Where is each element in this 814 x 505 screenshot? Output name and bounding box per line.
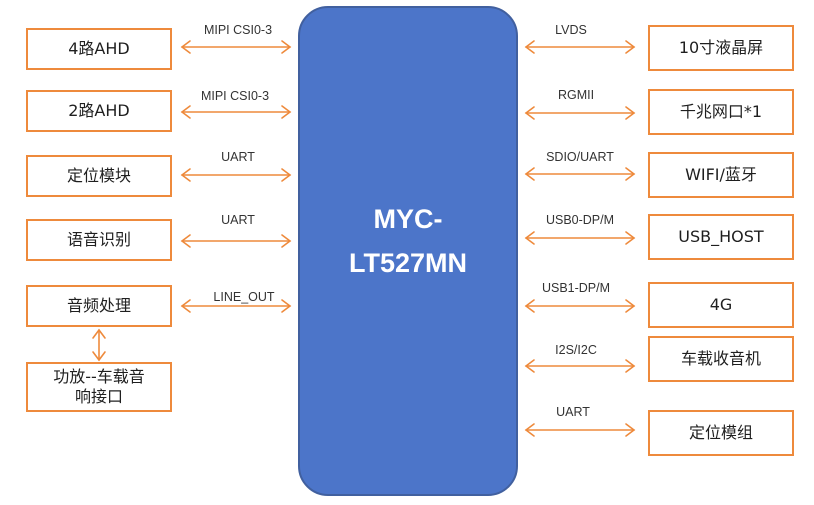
arrow-right-6 (524, 359, 636, 373)
box-usb-host-label: USB_HOST (678, 227, 764, 246)
box-positioning-module: 定位模块 (26, 155, 172, 197)
box-car-radio-label: 车载收音机 (680, 349, 761, 368)
box-amplifier-audio-interface-label: 功放--车载音响接口 (53, 367, 145, 406)
link-label-right-7: UART (556, 405, 590, 419)
box-2ch-ahd: 2路AHD (26, 90, 172, 132)
box-4g-label: 4G (709, 295, 733, 314)
arrow-right-5 (524, 299, 636, 313)
arrow-left-3 (180, 168, 292, 182)
box-2ch-ahd-label: 2路AHD (68, 101, 130, 120)
box-audio-processing: 音频处理 (26, 285, 172, 327)
link-label-right-5: USB1-DP/M (541, 281, 611, 295)
link-label-left-1: MIPI CSI0-3 (203, 23, 273, 37)
arrow-right-4 (524, 231, 636, 245)
link-label-left-5: LINE_OUT (213, 290, 275, 304)
box-amplifier-audio-interface: 功放--车载音响接口 (26, 362, 172, 412)
link-label-right-4: USB0-DP/M (545, 213, 615, 227)
arrow-right-7 (524, 423, 636, 437)
box-4ch-ahd: 4路AHD (26, 28, 172, 70)
box-gigabit-ethernet: 千兆网口*1 (648, 89, 794, 135)
link-label-left-2: MIPI CSI0-3 (200, 89, 270, 103)
arrow-right-3 (524, 167, 636, 181)
chip-label-line2: LT527MN (348, 248, 468, 278)
link-label-left-3: UART (221, 150, 255, 164)
box-positioning-group-label: 定位模组 (688, 423, 753, 442)
box-wifi-bluetooth-label: WIFI/蓝牙 (685, 165, 757, 184)
box-positioning-group: 定位模组 (648, 410, 794, 456)
arrow-left-4 (180, 234, 292, 248)
box-10in-lcd-label: 10寸液晶屏 (678, 38, 764, 57)
box-audio-processing-label: 音频处理 (66, 296, 131, 315)
box-wifi-bluetooth: WIFI/蓝牙 (648, 152, 794, 198)
arrow-right-2 (524, 106, 636, 120)
link-label-right-6: I2S/I2C (555, 343, 597, 357)
main-chip: MYC- LT527MN (298, 6, 518, 496)
arrow-vertical-audio (92, 328, 106, 362)
box-positioning-module-label: 定位模块 (66, 166, 131, 185)
box-voice-recognition-label: 语音识别 (66, 230, 131, 249)
link-label-right-3: SDIO/UART (546, 150, 614, 164)
box-10in-lcd: 10寸液晶屏 (648, 25, 794, 71)
box-4ch-ahd-label: 4路AHD (68, 39, 130, 58)
box-gigabit-ethernet-label: 千兆网口*1 (679, 102, 763, 121)
arrow-left-2 (180, 105, 292, 119)
box-car-radio: 车载收音机 (648, 336, 794, 382)
box-4g: 4G (648, 282, 794, 328)
box-usb-host: USB_HOST (648, 214, 794, 260)
arrow-right-1 (524, 40, 636, 54)
chip-label-line1: MYC- (373, 204, 443, 234)
arrow-left-5 (180, 299, 292, 313)
box-voice-recognition: 语音识别 (26, 219, 172, 261)
link-label-left-4: UART (221, 213, 255, 227)
link-label-right-1: LVDS (555, 23, 587, 37)
chip-label: MYC- LT527MN (349, 197, 467, 285)
arrow-left-1 (180, 40, 292, 54)
link-label-right-2: RGMII (557, 88, 595, 102)
